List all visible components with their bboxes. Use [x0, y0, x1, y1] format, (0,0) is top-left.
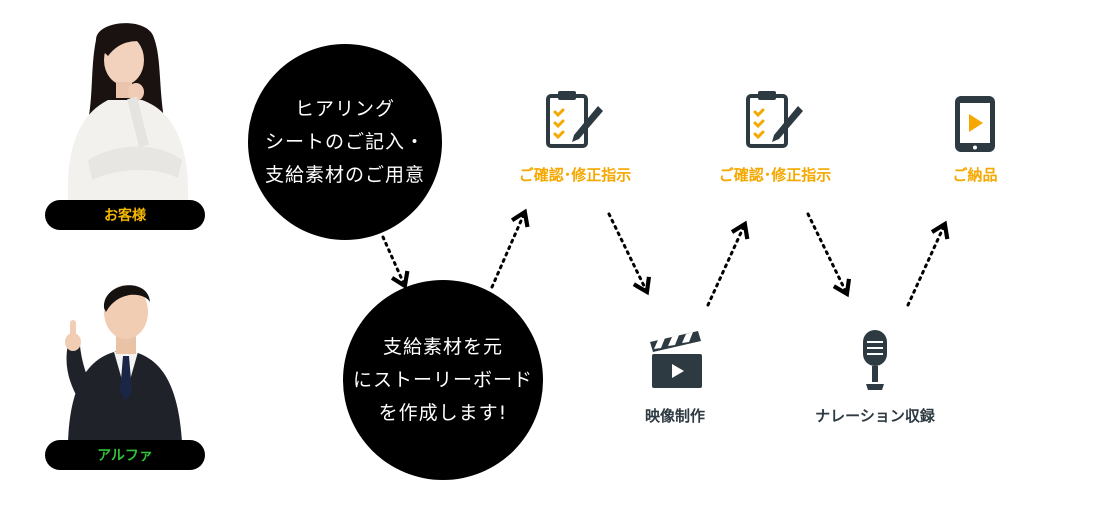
customer-label: お客様: [45, 200, 205, 230]
hearing-circle: ヒアリング シートのご記入・ 支給素材のご用意: [248, 44, 442, 240]
narration-recording-label: ナレーション収録: [815, 407, 935, 425]
arrow-video-to-review2: [706, 220, 750, 307]
microphone-icon: [863, 330, 887, 390]
storyboard-circle: 支給素材を元 にストーリーボード を作成します!: [343, 280, 543, 480]
customer-person-illustration: [67, 23, 189, 202]
staff-label: アルファ: [45, 440, 205, 470]
delivery-label: ご納品: [952, 166, 998, 184]
review2-label: ご確認･修正指示: [718, 166, 832, 184]
arrow-narration-to-delivery: [906, 220, 950, 307]
tablet-play-icon: [955, 96, 995, 152]
arrow-review1-to-video: [607, 212, 652, 296]
arrow-hearing-to-storyboard: [381, 235, 410, 290]
video-production-label: 映像制作: [644, 407, 705, 425]
clipboard-check-pen-icon: [746, 91, 803, 148]
review1-label: ご確認･修正指示: [518, 166, 632, 184]
clipboard-check-pen-icon: [546, 91, 603, 148]
clapperboard-icon: [650, 331, 702, 388]
storyboard-text: 支給素材を元 にストーリーボード を作成します!: [352, 335, 533, 424]
staff-person-illustration: [65, 285, 182, 442]
hearing-text: ヒアリング シートのご記入・ 支給素材のご用意: [264, 97, 425, 186]
arrow-review2-to-narration: [806, 212, 852, 298]
arrow-storyboard-to-review1: [490, 208, 530, 289]
